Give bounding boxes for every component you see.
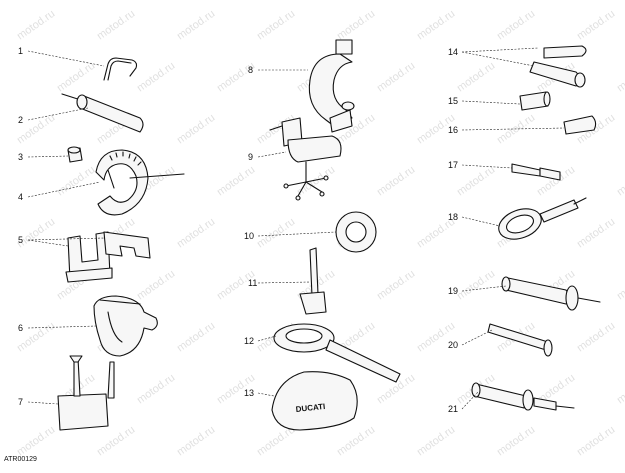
watermark-text: motod.ru: [615, 372, 625, 407]
label-6: 6: [18, 323, 23, 333]
label-20: 20: [448, 340, 458, 350]
watermark-text: motod.ru: [575, 8, 617, 43]
label-4: 4: [18, 192, 23, 202]
watermark-text: motod.ru: [455, 268, 497, 303]
label-15: 15: [448, 96, 458, 106]
tool-13-cover: DUCATI: [271, 371, 358, 431]
label-11: 11: [248, 278, 257, 288]
label-2: 2: [18, 115, 23, 125]
watermark-text: motod.ru: [495, 424, 537, 459]
watermark-text: motod.ru: [575, 216, 617, 251]
label-12: 12: [244, 336, 254, 346]
leader-lines: [27, 47, 565, 410]
tool-6-clamp: [93, 295, 158, 357]
tool-2-puller-handle: [61, 93, 144, 133]
tool-7-pin-plate: [57, 355, 115, 431]
label-13: 13: [244, 388, 254, 398]
watermark-text: motod.ru: [135, 60, 177, 95]
watermark-text: motod.ru: [455, 164, 497, 199]
tool-15-drift: [519, 91, 551, 111]
label-18: 18: [448, 212, 458, 222]
label-1: 1: [18, 46, 23, 56]
watermark-text: motod.ru: [495, 8, 537, 43]
watermark-text: motod.ru: [95, 8, 137, 43]
watermark-text: motod.ru: [415, 424, 457, 459]
tool-18-filter-wrench: [498, 197, 587, 240]
label-16: 16: [448, 125, 458, 135]
tool-14-pins: [529, 45, 587, 88]
watermark-text: motod.ru: [455, 60, 497, 95]
watermark-text: motod.ru: [615, 268, 625, 303]
label-19: 19: [448, 286, 458, 296]
tool-10-ring: [335, 211, 377, 253]
tool-1-hook: [103, 57, 138, 81]
watermark-text: motod.ru: [415, 8, 457, 43]
label-5: 5: [18, 235, 23, 245]
tool-3-bush: [67, 146, 83, 163]
watermark-text: motod.ru: [55, 164, 97, 199]
watermark-text: motod.ru: [15, 424, 57, 459]
tool-8-c-frame: [308, 39, 355, 133]
watermark-text: motod.ru: [255, 8, 297, 43]
watermark-text: motod.ru: [575, 320, 617, 355]
tool-21-puller: [471, 382, 575, 411]
label-17: 17: [448, 160, 458, 170]
watermark-text: motod.ru: [135, 372, 177, 407]
label-10: 10: [244, 231, 254, 241]
watermark-text: motod.ru: [175, 320, 217, 355]
watermark-text: motod.ru: [175, 112, 217, 147]
tool-4-degree-wheel: [95, 149, 185, 216]
watermark-text: motod.ru: [175, 8, 217, 43]
watermark-text: motod.ru: [295, 164, 337, 199]
watermark-text: motod.ru: [615, 164, 625, 199]
tool-20-drift: [487, 323, 553, 357]
label-14: 14: [448, 47, 458, 57]
watermark-text: motod.ru: [255, 216, 297, 251]
label-21: 21: [448, 404, 458, 414]
watermark-text: motod.ru: [335, 8, 377, 43]
watermark-text: motod.ru: [135, 268, 177, 303]
diagram-code: ATR00129: [4, 456, 37, 463]
watermark-text: motod.ru: [615, 60, 625, 95]
part-labels: 1 2 3 4 5 6 7 8 9 10 11 12 13 14 15 16 1…: [18, 46, 458, 414]
label-7: 7: [18, 397, 23, 407]
tool-11-rod: [299, 247, 327, 315]
tool-16-sleeve: [563, 115, 597, 135]
watermark-text: motod.ru: [175, 424, 217, 459]
label-8: 8: [248, 65, 253, 75]
watermark-text: motod.ru: [175, 216, 217, 251]
watermark-text: motod.ru: [335, 424, 377, 459]
watermark-text: motod.ru: [575, 424, 617, 459]
watermark-text: motod.ru: [375, 164, 417, 199]
watermark-text: motod.ru: [215, 164, 257, 199]
tool-12-ring-spanner: [273, 323, 401, 383]
watermark-text: motod.ru: [95, 424, 137, 459]
label-9: 9: [248, 152, 253, 162]
tool-17-punch: [511, 163, 561, 181]
watermark-text: motod.ru: [55, 60, 97, 95]
brand-mark: DUCATI: [295, 402, 325, 414]
watermark-text: motod.ru: [375, 60, 417, 95]
tool-19-puller: [501, 276, 601, 311]
label-3: 3: [18, 152, 23, 162]
watermark-text: motod.ru: [15, 216, 57, 251]
watermark-text: motod.ru: [15, 8, 57, 43]
tool-9-stand: [269, 117, 342, 201]
tool-5-locking-plates: [65, 231, 151, 283]
watermark-text: motod.ru: [375, 268, 417, 303]
